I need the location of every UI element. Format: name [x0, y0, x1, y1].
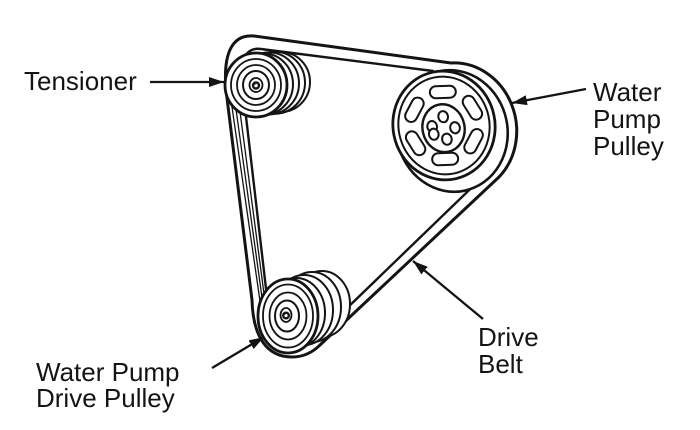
belt-rib-line [234, 101, 265, 313]
center-bolt [279, 307, 293, 323]
water-pump-drive-pulley-label-line2: Drive Pulley [36, 383, 175, 413]
water-pump-drive-pulley-arrow [211, 336, 265, 369]
center-bolt-dot [283, 312, 286, 315]
pulley-slot [463, 128, 484, 155]
water-pump-pulley-label-line1: Water [593, 77, 662, 107]
pulley-slot [431, 151, 460, 167]
water-pump-pulley [391, 68, 510, 194]
pulley-slot [404, 96, 425, 123]
water-pump-drive-pulley [256, 270, 351, 355]
belt-rib-line [238, 103, 267, 310]
tensioner-label: Tensioner [24, 66, 137, 96]
callout-arrows [150, 77, 587, 369]
center-bolt-head [251, 81, 261, 90]
labels: Tensioner Water Pump Pulley Water Pump D… [24, 66, 664, 413]
water-pump-pulley-label-line2: Pump [593, 104, 661, 134]
center-bolt [248, 77, 264, 93]
pulley-slot [404, 130, 427, 157]
water-pump-drive-pulley-label-line1: Water Pump [36, 357, 180, 387]
hub-hole [441, 132, 453, 146]
drive-belt-label-line2: Belt [478, 349, 524, 379]
hub-hole [427, 127, 440, 141]
tensioner-pulley [223, 50, 311, 119]
belt-rib-line [230, 99, 263, 316]
pulley-slot [428, 84, 457, 100]
drive-belt-arrow [412, 260, 484, 320]
water-pump-pulley-label-line3: Pulley [593, 131, 664, 161]
drive-belt-label-line1: Drive [478, 322, 539, 352]
hub-hole [437, 110, 449, 124]
hub-hole [449, 121, 461, 135]
pulley-slot [461, 94, 484, 121]
center-bolt-head [282, 311, 291, 320]
water-pump-pulley-arrow [511, 87, 587, 106]
center-bolt-dot [253, 82, 256, 85]
